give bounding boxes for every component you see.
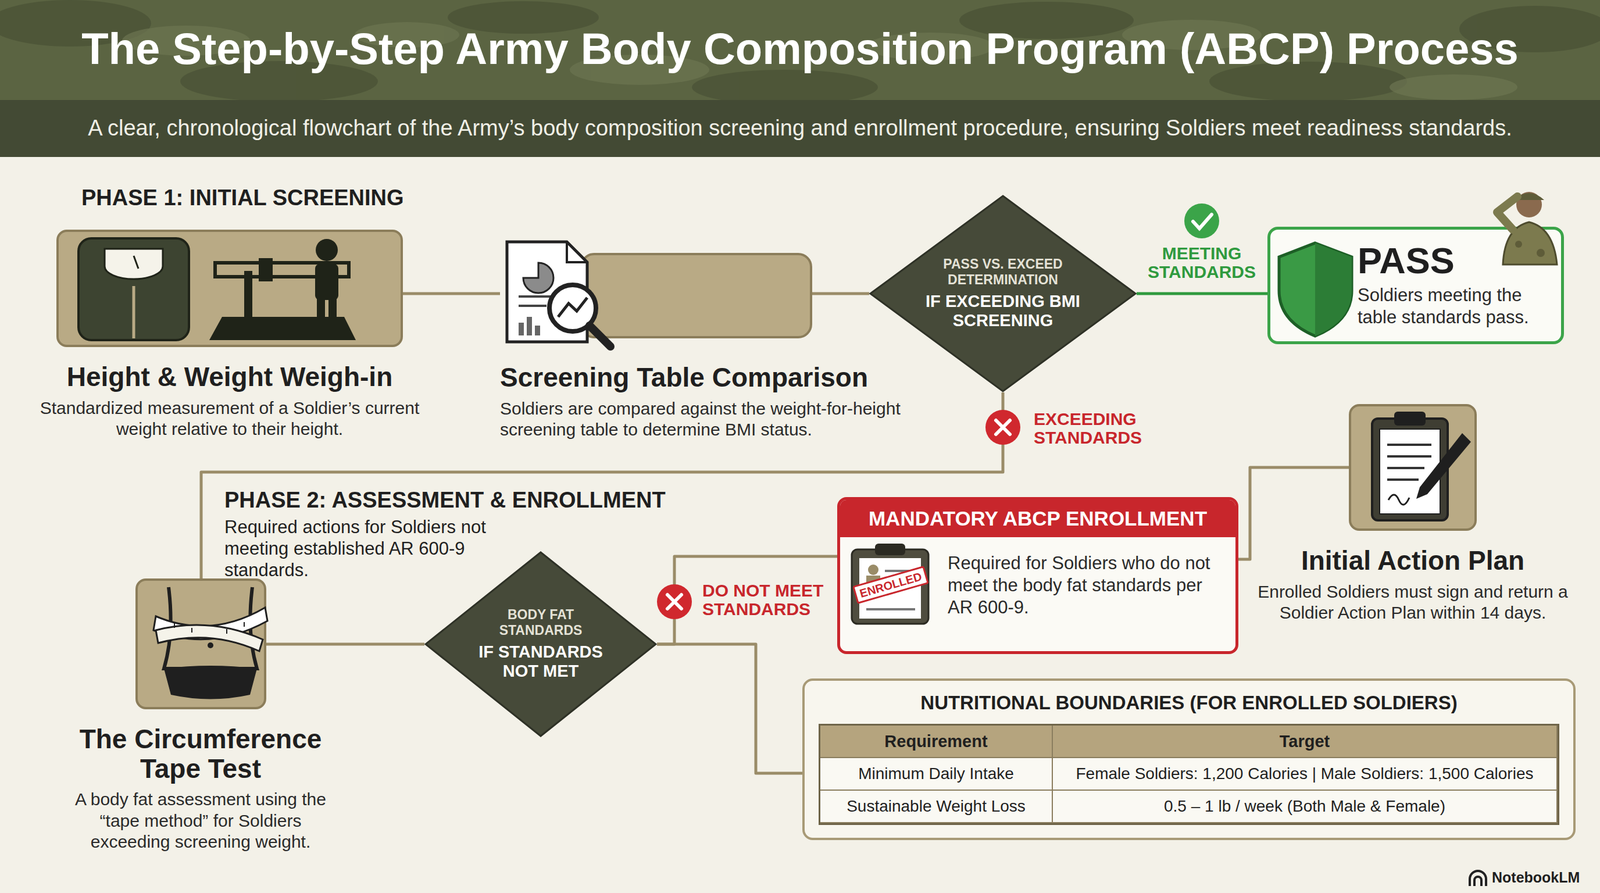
connector — [656, 644, 803, 774]
label-holder: NotebookLM — [1491, 868, 1580, 887]
shield-icon — [1279, 243, 1352, 337]
edge-label-holder: MEETING STANDARDS — [1143, 244, 1260, 282]
node-body: Required for Soldiers who do not meet th… — [947, 552, 1222, 634]
edge-label-holder: EXCEEDING STANDARDS — [1031, 409, 1172, 448]
icon-frame — [135, 578, 267, 710]
heading-holder: A clear, chronological flowchart of the … — [0, 115, 1600, 142]
pass-box: PASS Soldiers meeting the table standards… — [1267, 226, 1564, 345]
edge-label: EXCEEDING STANDARDS — [1031, 409, 1172, 448]
nutrition-table: RequirementTargetMinimum Daily IntakeFem… — [818, 723, 1560, 825]
node-body: Enrolled Soldiers must sign and return a… — [1250, 581, 1576, 624]
tape-icon — [153, 587, 268, 700]
phase-heading: PHASE 2: ASSESSMENT & ENROLLMENT — [224, 487, 666, 514]
label-holder: PHASE 1: INITIAL SCREENING — [81, 184, 405, 212]
label-holder: ENROLLED — [853, 575, 928, 595]
connector — [266, 643, 425, 646]
decision-diamond: BODY FAT STANDARDS IF STANDARDS NOT MET — [424, 551, 657, 738]
node-heading: BODY FAT STANDARDS — [476, 606, 605, 638]
table-cell: Female Soldiers: 1,200 Calories | Male S… — [1052, 758, 1558, 791]
page-subtitle: A clear, chronological flowchart of the … — [87, 115, 1513, 142]
label-holder: PHASE 2: ASSESSMENT & ENROLLMENT — [224, 487, 666, 514]
scale-icon — [78, 238, 356, 341]
screening-icon — [506, 241, 812, 347]
x-symbol — [656, 584, 692, 620]
table-cell: Sustainable Weight Loss — [820, 790, 1053, 824]
connector — [1136, 292, 1268, 296]
node-body: IF EXCEEDING BMI SCREENING — [921, 291, 1085, 331]
edge-label-holder: DO NOT MEET STANDARDS — [700, 581, 832, 619]
action-plan-icon — [1372, 411, 1471, 521]
subtitle-band — [0, 100, 1600, 157]
label-holder: Required actions for Soldiers not meetin… — [224, 516, 550, 582]
connector — [811, 292, 870, 296]
node-heading: The Circumference Tape Test — [61, 724, 341, 784]
icon-frame — [1348, 404, 1477, 531]
process-box: Height & Weight Weigh-inStandardized mea… — [31, 229, 428, 441]
clipboard-icon — [851, 543, 929, 624]
nutrition-panel: NUTRITIONAL BOUNDARIES (FOR ENROLLED SOL… — [802, 678, 1576, 841]
connector — [656, 556, 838, 645]
notebooklm-logo — [1469, 870, 1487, 887]
decision-diamond: PASS VS. EXCEED DETERMINATIONIF EXCEEDIN… — [869, 194, 1137, 393]
edge-label: MEETING STANDARDS — [1143, 244, 1260, 282]
page-title: The Step-by-Step Army Body Composition P… — [81, 22, 1519, 75]
node-body: Soldiers meeting the table standards pas… — [1357, 284, 1550, 329]
diamond-outline — [870, 195, 1136, 392]
title-band — [0, 0, 1600, 100]
node-heading: MANDATORY ABCP ENROLLMENT — [840, 500, 1236, 538]
node-heading: PASS — [1357, 241, 1486, 280]
table-header: Target — [1052, 725, 1558, 759]
soldier-icon — [1497, 191, 1557, 265]
icon-frame — [56, 229, 403, 348]
connector — [402, 292, 500, 296]
camo-pattern — [0, 0, 1600, 105]
phase-heading: PHASE 1: INITIAL SCREENING — [81, 184, 405, 212]
node-heading: Height & Weight Weigh-in — [31, 362, 428, 392]
table-cell: 0.5 – 1 lb / week (Both Male & Female) — [1052, 790, 1558, 824]
node-heading: PASS VS. EXCEED DETERMINATION — [933, 256, 1073, 288]
icon-frame — [500, 239, 812, 348]
process-box: Screening Table ComparisonSoldiers are c… — [500, 239, 931, 441]
x-symbol — [985, 409, 1021, 445]
node-heading: NUTRITIONAL BOUNDARIES (FOR ENROLLED SOL… — [818, 691, 1560, 715]
diamond-outline — [425, 552, 656, 737]
node-body: Standardized measurement of a Soldier’s … — [37, 397, 422, 441]
node-body: IF STANDARDS NOT MET — [468, 642, 614, 682]
table-cell: Minimum Daily Intake — [820, 758, 1053, 791]
process-box: Initial Action PlanEnrolled Soldiers mus… — [1250, 404, 1576, 624]
check-symbol — [1184, 203, 1220, 239]
node-body: A body fat assessment using the “tape me… — [61, 788, 341, 853]
watermark: NotebookLM — [1491, 868, 1580, 887]
node-body: Soldiers are compared against the weight… — [500, 398, 931, 441]
node-heading: Initial Action Plan — [1250, 545, 1576, 576]
heading-holder: The Step-by-Step Army Body Composition P… — [0, 22, 1600, 75]
edge-label: DO NOT MEET STANDARDS — [700, 581, 832, 619]
table-header: Requirement — [820, 725, 1053, 759]
process-box: The Circumference Tape TestA body fat as… — [34, 578, 367, 853]
node-heading: Screening Table Comparison — [500, 362, 931, 393]
phase-note: Required actions for Soldiers not meetin… — [224, 516, 550, 582]
